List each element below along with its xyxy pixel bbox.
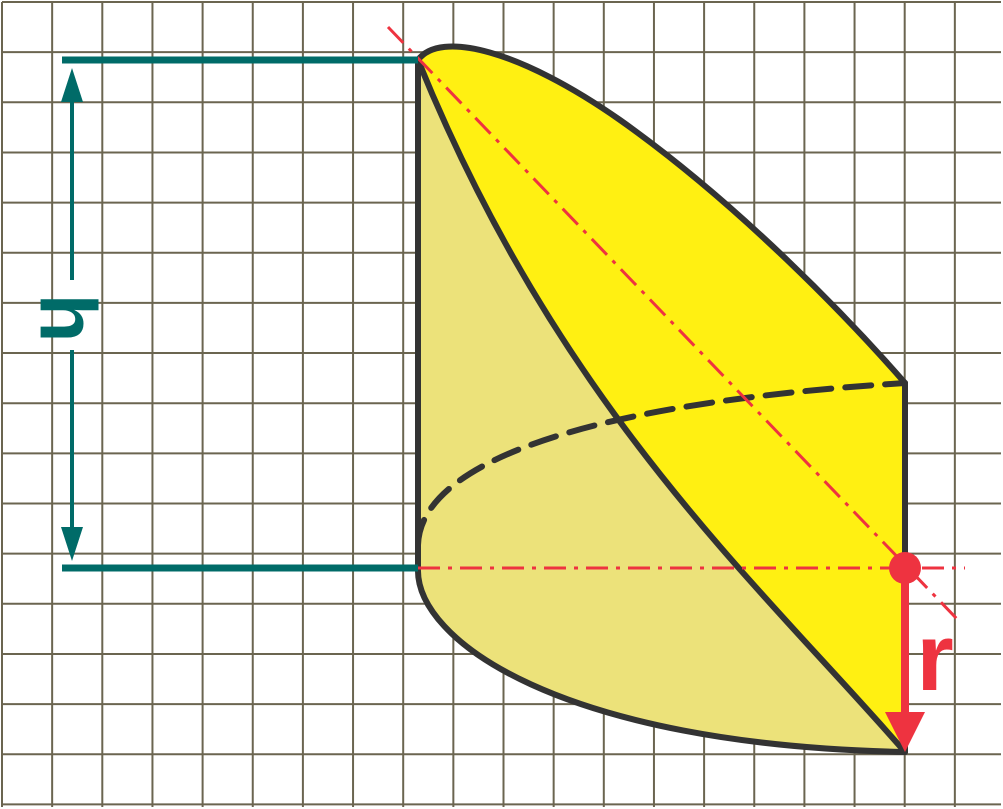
radius-label: r <box>916 604 953 711</box>
diagonal-axis-line <box>386 25 960 622</box>
center-point <box>889 552 921 584</box>
front-base-arc <box>414 565 908 755</box>
radius-arrowhead <box>885 712 925 752</box>
cylinder-wedge-base-surface <box>417 60 905 752</box>
height-label: h <box>24 294 113 343</box>
height-arrowhead-bottom <box>61 527 83 561</box>
hidden-base-arc <box>415 380 908 548</box>
cut-edge-outline <box>415 57 908 755</box>
cylinder-wedge-cut-surface <box>418 46 905 752</box>
top-edge-outline <box>415 43 908 386</box>
height-arrowhead-top <box>61 68 83 102</box>
